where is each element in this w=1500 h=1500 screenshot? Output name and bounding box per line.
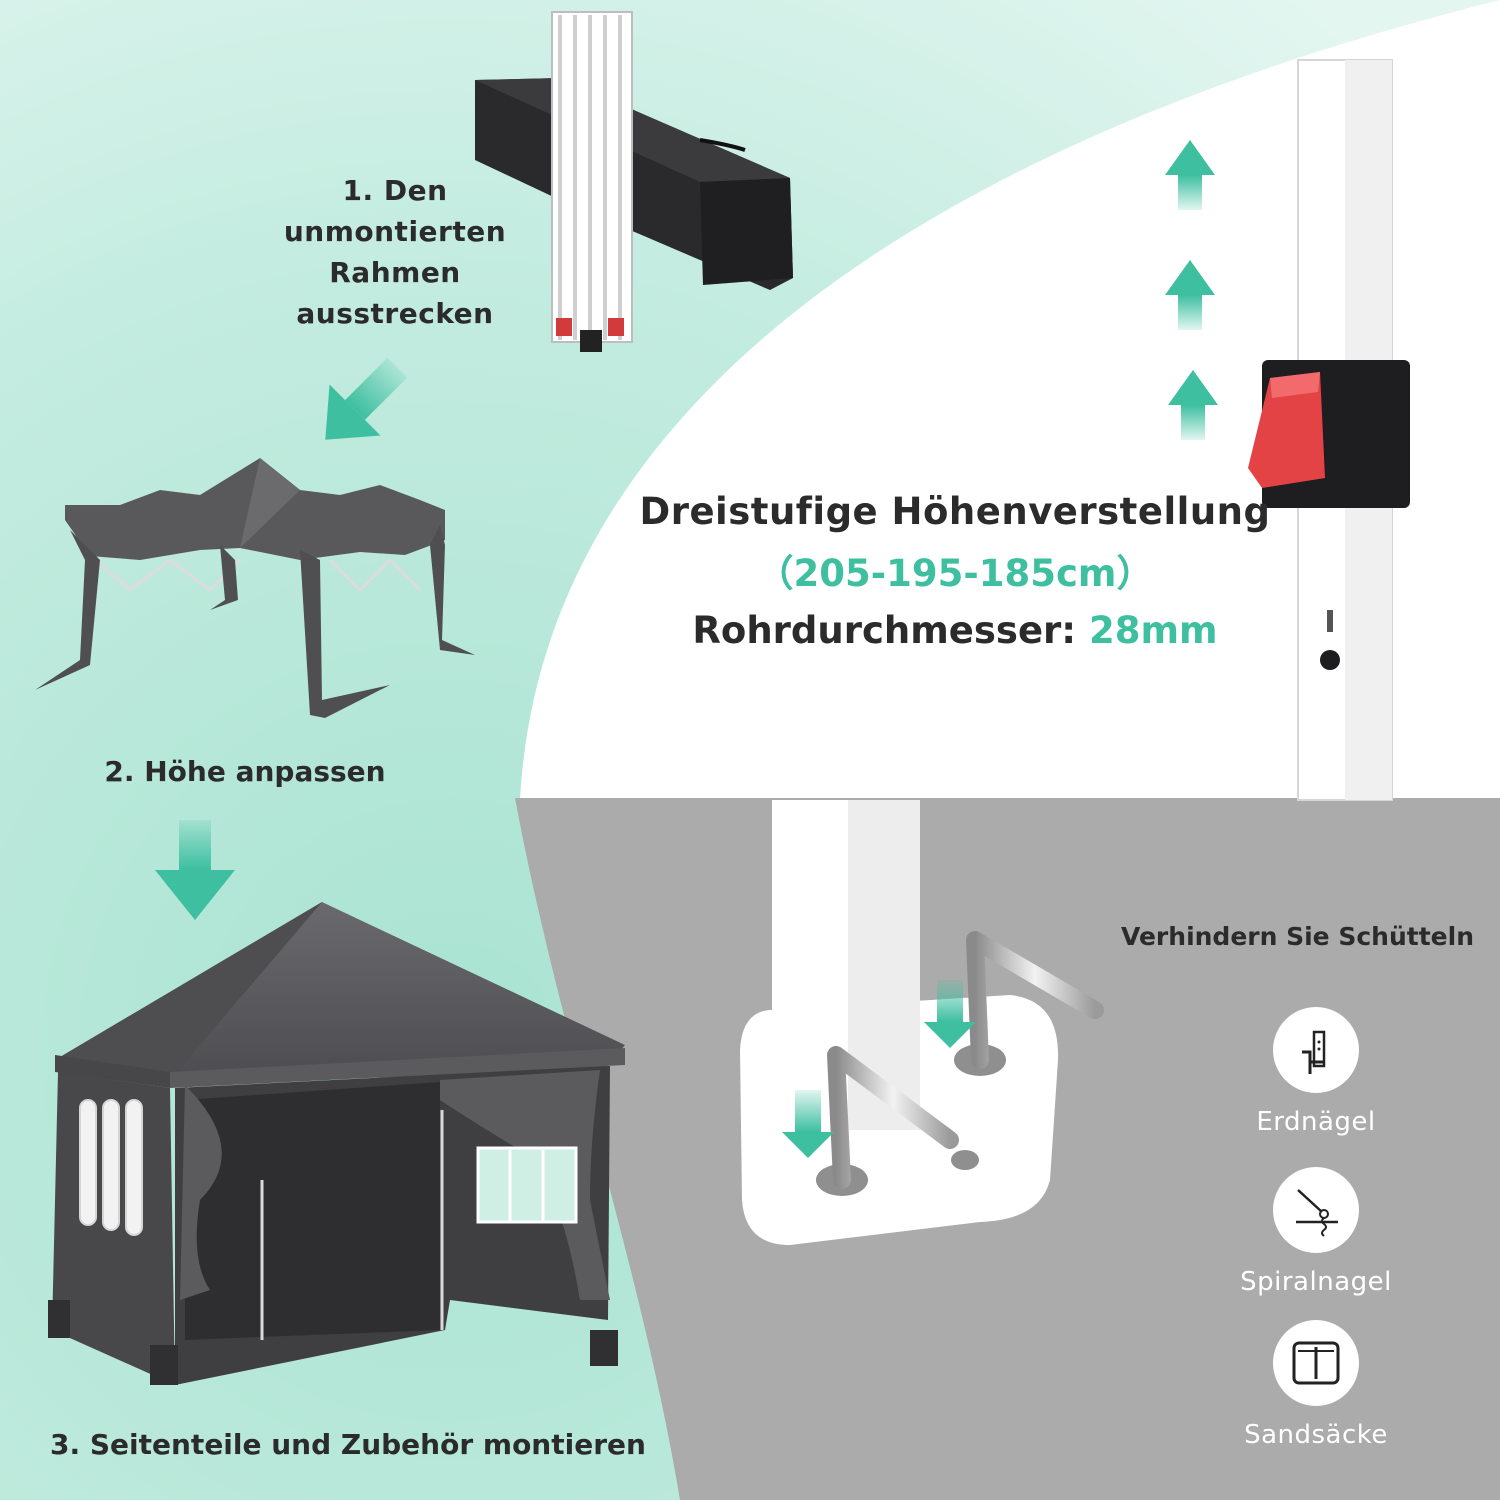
step1-line: 1. Den <box>342 174 448 207</box>
spiral-nail-icon <box>1273 1167 1359 1253</box>
accessory-label: Spiralnagel <box>1240 1267 1392 1297</box>
accessory-spiral-nail: Spiralnagel <box>1216 1167 1416 1297</box>
step2-caption: 2. Höhe anpassen <box>104 755 386 788</box>
arrow-down-icon <box>782 1090 834 1158</box>
arrow-down-icon <box>924 980 976 1048</box>
accessory-label: Sandsäcke <box>1244 1420 1388 1450</box>
arrow-up-icon <box>1165 260 1215 330</box>
accessory-label: Erdnägel <box>1256 1107 1376 1137</box>
folded-frame-with-bag <box>475 11 793 352</box>
white-panel <box>520 0 1500 800</box>
step3-caption: 3. Seitenteile und Zubehör montieren <box>50 1428 646 1461</box>
accessory-sandbags: Sandsäcke <box>1216 1320 1416 1450</box>
ground-stake-icon <box>1273 1007 1359 1093</box>
assembled-tent <box>48 902 625 1385</box>
expanding-canopy <box>35 458 475 718</box>
height-range: （205-195-185cm） <box>756 552 1154 595</box>
accessory-ground-stakes: Erdnägel <box>1216 1007 1416 1137</box>
step1-line: Rahmen <box>329 256 461 289</box>
height-adjust-title: Dreistufige Höhenverstellung <box>639 490 1271 533</box>
arrow-up-icon <box>1165 140 1215 210</box>
stability-title: Verhindern Sie Schütteln <box>1121 922 1474 951</box>
sandbag-icon <box>1273 1320 1359 1406</box>
arrow-up-icon <box>1168 370 1218 440</box>
step1-line: unmontierten <box>283 215 507 248</box>
adjustable-pole <box>1248 59 1410 801</box>
pipe-diameter: Rohrdurchmesser: 28mm <box>620 609 1290 652</box>
step1-caption: 1. Den unmontierten Rahmen ausstrecken <box>270 170 520 334</box>
foot-plate-with-stakes <box>740 800 1104 1245</box>
arrow-down-icon <box>155 820 235 920</box>
arrow-down-left-icon <box>325 357 408 440</box>
step1-line: ausstrecken <box>296 297 494 330</box>
pipe-diameter-value: 28mm <box>1088 609 1218 652</box>
pipe-diameter-label: Rohrdurchmesser: <box>692 609 1089 652</box>
